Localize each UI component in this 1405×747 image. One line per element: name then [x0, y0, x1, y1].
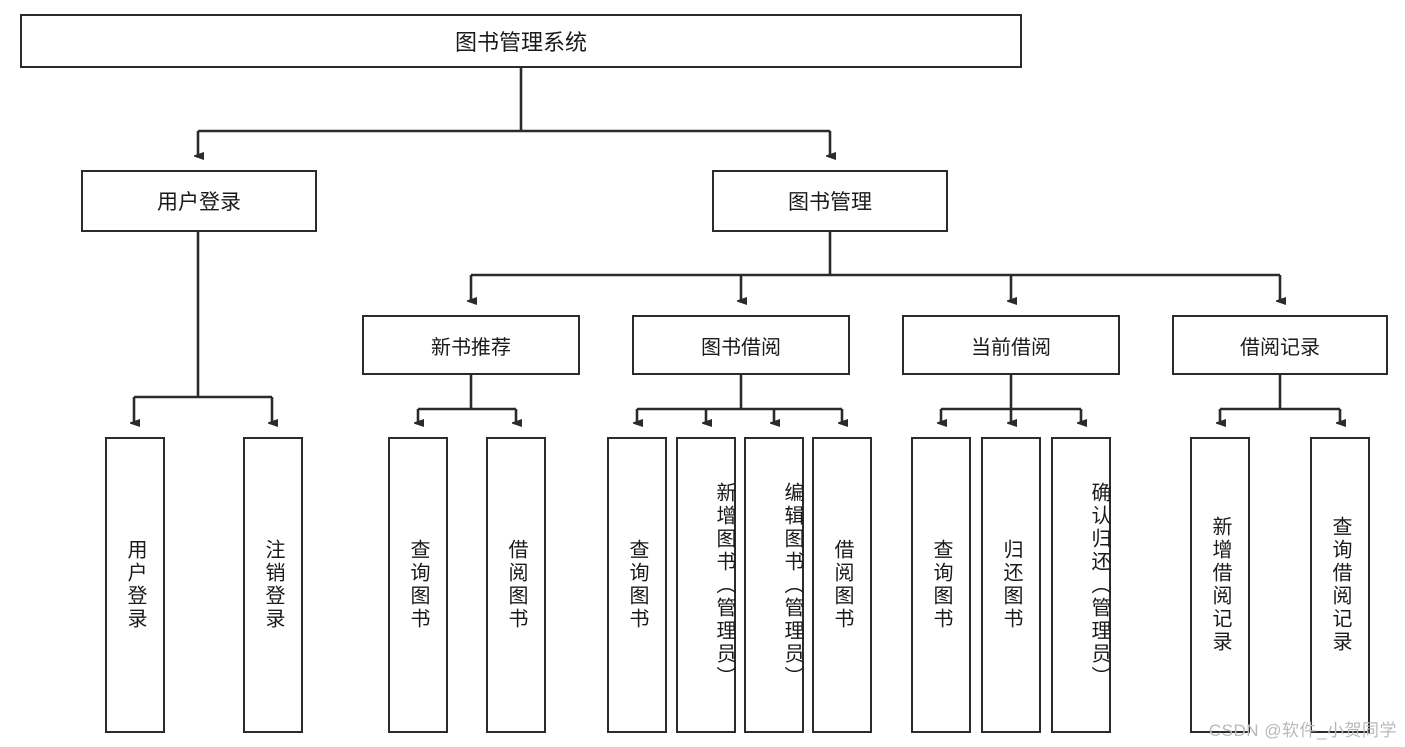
node-leaf-0[interactable]: 用户登录	[105, 437, 165, 733]
node-leaf-label: 借阅图书	[831, 539, 853, 631]
node-leaf-label: 注销登录	[262, 539, 284, 631]
node-level2-1[interactable]: 图书借阅	[632, 315, 850, 375]
node-leaf-label: 查询图书	[626, 539, 648, 631]
node-leaf-label: 新增借阅记录	[1209, 516, 1231, 654]
node-level2-label: 新书推荐	[431, 336, 511, 359]
node-leaf-label: 编辑图书（管理员）	[781, 481, 803, 689]
node-leaf-12[interactable]: 查询借阅记录	[1310, 437, 1370, 733]
node-leaf-11[interactable]: 新增借阅记录	[1190, 437, 1250, 733]
node-level1-1[interactable]: 图书管理	[712, 170, 948, 232]
node-leaf-label: 归还图书	[1000, 539, 1022, 631]
node-level1-label: 用户登录	[157, 191, 241, 214]
node-level2-2[interactable]: 当前借阅	[902, 315, 1120, 375]
node-leaf-4[interactable]: 查询图书	[607, 437, 667, 733]
node-leaf-3[interactable]: 借阅图书	[486, 437, 546, 733]
node-leaf-10[interactable]: 确认归还（管理员）	[1051, 437, 1111, 733]
node-leaf-9[interactable]: 归还图书	[981, 437, 1041, 733]
node-level2-3[interactable]: 借阅记录	[1172, 315, 1388, 375]
node-level1-label: 图书管理	[788, 191, 872, 214]
node-leaf-2[interactable]: 查询图书	[388, 437, 448, 733]
node-leaf-7[interactable]: 借阅图书	[812, 437, 872, 733]
node-level2-label: 图书借阅	[701, 336, 781, 359]
node-leaf-6[interactable]: 编辑图书（管理员）	[744, 437, 804, 733]
node-leaf-label: 查询借阅记录	[1329, 516, 1351, 654]
watermark: CSDN @软件_小贺同学	[1208, 721, 1397, 740]
node-level2-label: 借阅记录	[1240, 336, 1320, 359]
node-leaf-1[interactable]: 注销登录	[243, 437, 303, 733]
node-leaf-label: 查询图书	[930, 539, 952, 631]
node-leaf-label: 确认归还（管理员）	[1088, 481, 1110, 689]
node-leaf-label: 借阅图书	[505, 539, 527, 631]
node-leaf-label: 新增图书（管理员）	[713, 481, 735, 689]
node-root-label: 图书管理系统	[454, 30, 587, 55]
node-level2-label: 当前借阅	[971, 336, 1051, 359]
node-level1-0[interactable]: 用户登录	[81, 170, 317, 232]
node-root[interactable]: 图书管理系统	[20, 14, 1022, 68]
node-leaf-label: 查询图书	[407, 539, 429, 631]
node-level2-0[interactable]: 新书推荐	[362, 315, 580, 375]
node-leaf-5[interactable]: 新增图书（管理员）	[676, 437, 736, 733]
node-leaf-8[interactable]: 查询图书	[911, 437, 971, 733]
node-leaf-label: 用户登录	[124, 539, 146, 631]
